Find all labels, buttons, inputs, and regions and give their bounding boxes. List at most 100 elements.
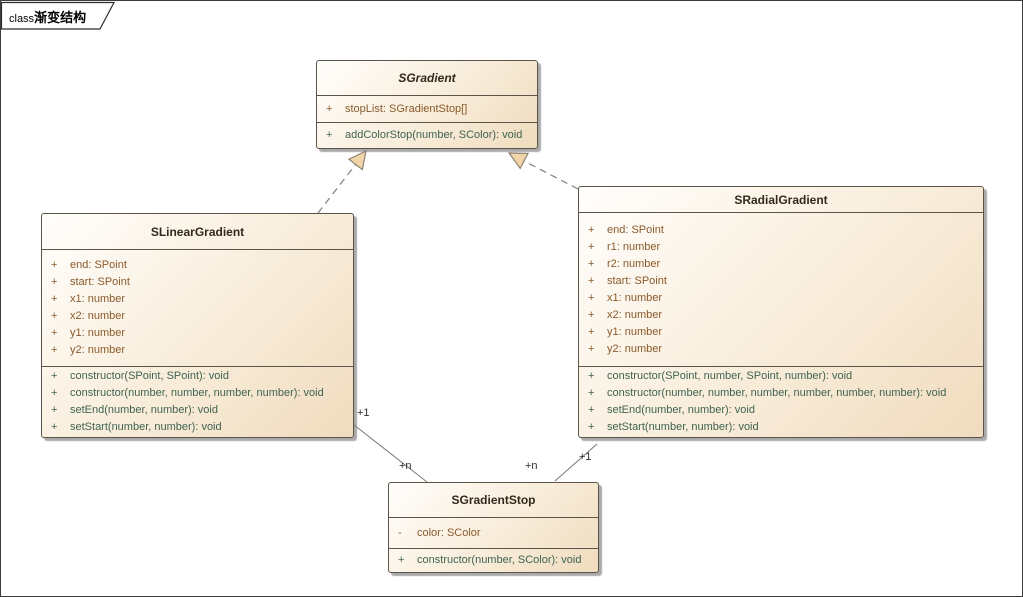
class-sgradientstop-title[interactable]: SGradientStop: [451, 493, 536, 507]
class-slineargradient[interactable]: SLinearGradient + end: SPoint + start: SPo…: [41, 213, 354, 438]
attribute-row[interactable]: + stopList: SGradientStop[]: [317, 101, 537, 118]
class-sradialgradient[interactable]: SRadialGradient + end: SPoint +r1: number…: [578, 186, 984, 438]
visibility-symbol: +: [51, 259, 58, 271]
method-row[interactable]: +setStart(number, number): void: [42, 419, 353, 436]
attribute-text: x1: number: [607, 291, 663, 304]
association-radial-to-stop[interactable]: [554, 443, 598, 482]
attribute-row[interactable]: + end: SPoint: [42, 257, 353, 274]
attribute-text: r2: number: [607, 257, 661, 270]
method-text: constructor(SPoint, SPoint): void: [70, 370, 229, 382]
attribute-text: x2: number: [607, 308, 663, 321]
visibility-symbol: +: [588, 274, 595, 287]
attribute-text: x2: number: [70, 310, 126, 322]
association-linear-to-stop[interactable]: [353, 424, 428, 483]
visibility-symbol: +: [588, 342, 595, 355]
visibility-symbol: +: [51, 276, 58, 288]
method-row[interactable]: + setEnd(number, number): void: [579, 402, 983, 419]
attribute-row[interactable]: - color: SColor: [389, 525, 598, 542]
method-row[interactable]: + setStart(number, number): void: [579, 419, 983, 436]
attribute-text: start: SPoint: [607, 274, 667, 287]
method-text: constructor(number, SColor): void: [417, 554, 582, 566]
visibility-symbol: +: [398, 554, 405, 566]
class-slineargradient-attributes: +end: SPoint +start: SPoint +x1: number …: [42, 249, 353, 366]
frame-tab-shape: [1, 1, 115, 30]
attribute-row[interactable]: + start: SPoint: [42, 274, 353, 291]
attribute-text: y1: number: [70, 327, 126, 339]
attribute-row[interactable]: +r1: number: [579, 239, 983, 256]
method-row[interactable]: + constructor(SPoint, SPoint): void: [42, 368, 353, 385]
class-sgradientstop-methods: + constructor(number, SColor): void: [389, 548, 598, 572]
method-row[interactable]: + setEnd(number, number): void: [42, 402, 353, 419]
visibility-symbol: +: [51, 310, 58, 322]
attribute-row[interactable]: + y1: number: [42, 325, 353, 342]
class-sgradient[interactable]: SGradient + stopList: SGradientStop[] + …: [316, 60, 538, 149]
attribute-text: x1: number: [70, 293, 126, 305]
generalization-arrowhead-right: [507, 152, 529, 170]
class-sradialgradient-title[interactable]: SRadialGradient: [734, 192, 828, 207]
method-text: constructor(number, number, number, numb…: [607, 387, 947, 399]
attribute-text: y2: number: [607, 342, 663, 355]
class-sgradientstop-attributes: - color: SColor: [389, 517, 598, 548]
attribute-text: start: SPoint: [70, 276, 130, 288]
attribute-row[interactable]: +x1: number: [42, 291, 353, 308]
multiplicity-label-linear-target: +n: [399, 460, 412, 472]
visibility-symbol: +: [588, 404, 595, 416]
frame-title: 渐变结构: [34, 10, 87, 25]
method-text: setStart(number, number): void: [607, 421, 759, 433]
multiplicity-label-linear-source: +1: [357, 407, 370, 419]
method-text: addColorStop(number, SColor): void: [345, 129, 523, 141]
visibility-symbol: +: [326, 129, 333, 141]
attribute-text: y1: number: [607, 325, 663, 338]
attribute-text: color: SColor: [417, 526, 481, 539]
frame-tab-label: class渐变结构: [9, 7, 86, 27]
attribute-row[interactable]: + start: SPoint: [579, 273, 983, 290]
attribute-row[interactable]: + x1: number: [579, 290, 983, 307]
visibility-symbol: +: [588, 223, 595, 236]
method-text: setEnd(number, number): void: [607, 404, 755, 416]
realization-radial-to-gradient[interactable]: [523, 160, 579, 190]
visibility-symbol: +: [588, 387, 595, 399]
visibility-symbol: +: [588, 257, 595, 270]
method-row[interactable]: +constructor(number, number, number, num…: [42, 385, 353, 402]
attribute-row[interactable]: + y2: number: [579, 341, 983, 358]
multiplicity-label-radial-source: +1: [579, 451, 592, 463]
visibility-symbol: +: [51, 387, 58, 399]
visibility-symbol: +: [588, 291, 595, 304]
class-slineargradient-title[interactable]: SLinearGradient: [150, 224, 245, 239]
attribute-row[interactable]: + x2: number: [579, 307, 983, 324]
attribute-row[interactable]: + y2: number: [42, 342, 353, 359]
visibility-symbol: +: [51, 327, 58, 339]
visibility-symbol: -: [398, 526, 402, 539]
class-sgradient-title[interactable]: SGradient: [398, 71, 456, 85]
visibility-symbol: +: [326, 102, 333, 115]
class-sgradientstop[interactable]: SGradientStop - color: SColor + construc…: [388, 482, 599, 573]
class-slineargradient-methods: + constructor(SPoint, SPoint): void +cons…: [42, 366, 353, 437]
method-row[interactable]: + addColorStop(number, SColor): void: [317, 127, 537, 144]
class-sradialgradient-methods: +constructor(SPoint, number, SPoint, num…: [579, 366, 983, 437]
generalization-arrowhead-left: [347, 149, 367, 171]
visibility-symbol: +: [51, 370, 58, 382]
method-text: setEnd(number, number): void: [70, 404, 218, 416]
visibility-symbol: +: [51, 421, 58, 433]
attribute-row[interactable]: + end: SPoint: [579, 222, 983, 239]
visibility-symbol: +: [51, 404, 58, 416]
attribute-text: end: SPoint: [607, 223, 664, 236]
attribute-text: y2: number: [70, 344, 126, 356]
frame-keyword: class: [9, 13, 35, 25]
attribute-row[interactable]: + r2: number: [579, 256, 983, 273]
attribute-text: end: SPoint: [70, 259, 127, 271]
attribute-row[interactable]: + x2: number: [42, 308, 353, 325]
method-row[interactable]: + constructor(number, number, number, num…: [579, 385, 983, 402]
visibility-symbol: +: [51, 344, 58, 356]
attribute-text: stopList: SGradientStop[]: [345, 102, 468, 115]
visibility-symbol: +: [588, 421, 595, 433]
visibility-symbol: +: [588, 370, 595, 382]
attribute-row[interactable]: +y1: number: [579, 324, 983, 341]
method-row[interactable]: + constructor(number, SColor): void: [389, 552, 598, 569]
method-row[interactable]: +constructor(SPoint, number, SPoint, num…: [579, 368, 983, 385]
realization-linear-to-gradient[interactable]: [317, 163, 357, 214]
visibility-symbol: +: [588, 308, 595, 321]
visibility-symbol: +: [588, 240, 595, 253]
